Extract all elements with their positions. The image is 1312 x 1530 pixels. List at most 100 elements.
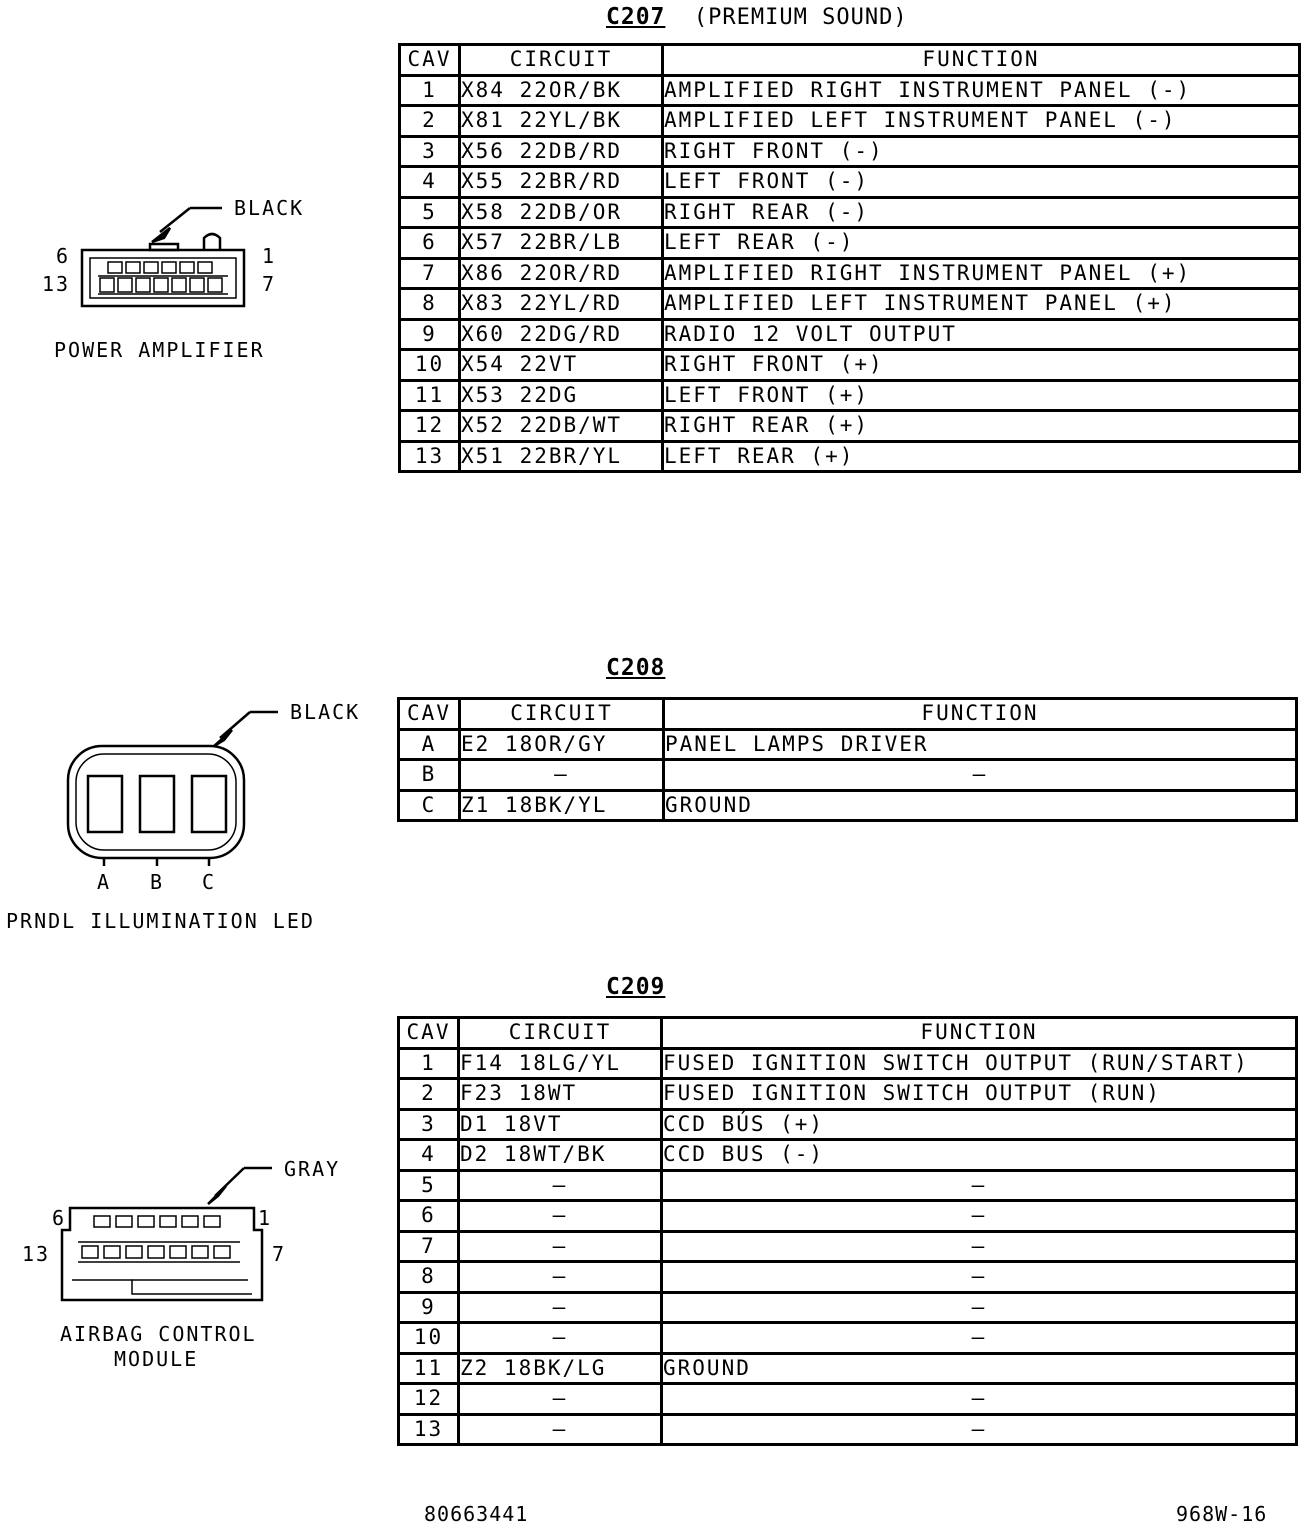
cav-cell: 10 <box>397 1321 460 1355</box>
cav-cell: 3 <box>397 1107 460 1141</box>
table-row: 7–– <box>397 1229 1298 1263</box>
cav-header: CAV <box>397 697 461 731</box>
cav-cell: 6 <box>397 1199 460 1233</box>
table-row: 5–– <box>397 1168 1298 1202</box>
cav-cell: 13 <box>397 1412 460 1446</box>
circuit-cell: – <box>457 1260 663 1294</box>
c207-subtitle: (PREMIUM SOUND) <box>693 5 908 30</box>
table-row: 9–– <box>397 1290 1298 1324</box>
cav-cell: 3 <box>398 134 461 168</box>
cav-cell: A <box>397 727 461 761</box>
function-cell: RIGHT FRONT (-) <box>661 134 1301 168</box>
footer-right-code: 968W-16 <box>1176 1502 1268 1526</box>
function-cell: – <box>662 758 1298 792</box>
cav-cell: 12 <box>398 409 461 443</box>
circuit-cell: – <box>457 1382 663 1416</box>
circuit-cell: – <box>457 1321 663 1355</box>
function-header: FUNCTION <box>661 43 1301 77</box>
cav-cell: 13 <box>398 439 461 473</box>
circuit-cell: X55 22BR/RD <box>458 165 664 199</box>
circuit-cell: X58 22DB/OR <box>458 195 664 229</box>
table-row: B–– <box>397 758 1298 792</box>
cav-cell: 9 <box>397 1290 460 1324</box>
c207-connector-color: BLACK <box>234 196 305 220</box>
function-cell: CCD BÚS (+) <box>660 1107 1298 1141</box>
circuit-cell: X53 22DG <box>458 378 664 412</box>
cav-cell: C <box>397 788 461 822</box>
table-row: 12–– <box>397 1382 1298 1416</box>
function-cell: CCD BUS (-) <box>660 1138 1298 1172</box>
function-cell: – <box>660 1412 1298 1446</box>
function-cell: – <box>660 1229 1298 1263</box>
function-cell: – <box>660 1168 1298 1202</box>
circuit-cell: X56 22DB/RD <box>458 134 664 168</box>
function-cell: GROUND <box>662 788 1298 822</box>
circuit-cell: F14 18LG/YL <box>457 1046 663 1080</box>
cav-cell: 4 <box>398 165 461 199</box>
circuit-cell: X81 22YL/BK <box>458 104 664 138</box>
c209-connector-name-line2: MODULE <box>114 1347 199 1371</box>
function-cell: AMPLIFIED LEFT INSTRUMENT PANEL (-) <box>661 104 1301 138</box>
circuit-cell: X54 22VT <box>458 348 664 382</box>
circuit-cell: Z2 18BK/LG <box>457 1351 663 1385</box>
circuit-header: CIRCUIT <box>458 697 665 731</box>
function-header: FUNCTION <box>662 697 1298 731</box>
function-cell: LEFT FRONT (+) <box>661 378 1301 412</box>
function-cell: – <box>660 1382 1298 1416</box>
function-cell: FUSED IGNITION SWITCH OUTPUT (RUN/START) <box>660 1046 1298 1080</box>
cav-cell: 4 <box>397 1138 460 1172</box>
circuit-cell: E2 18OR/GY <box>458 727 665 761</box>
cav-cell: 11 <box>398 378 461 412</box>
cav-cell: 1 <box>398 73 461 107</box>
power-amplifier-connector-icon <box>80 206 246 308</box>
function-cell: RIGHT FRONT (+) <box>661 348 1301 382</box>
c208-pin-label-b: B <box>150 870 165 894</box>
circuit-cell: – <box>457 1229 663 1263</box>
c209-connector-color: GRAY <box>284 1157 341 1181</box>
c209-title: C209 <box>606 974 665 1000</box>
c209-pin-label-bottom-left: 13 <box>22 1242 51 1266</box>
cav-cell: 1 <box>397 1046 460 1080</box>
cav-cell: 12 <box>397 1382 460 1416</box>
cav-cell: 2 <box>397 1077 460 1111</box>
cav-cell: 7 <box>397 1229 460 1263</box>
circuit-cell: D2 18WT/BK <box>457 1138 663 1172</box>
cav-cell: 7 <box>398 256 461 290</box>
footer-left-code: 80663441 <box>424 1502 529 1526</box>
c208-title: C208 <box>606 655 665 681</box>
circuit-cell: F23 18WT <box>457 1077 663 1111</box>
table-row: 10–– <box>397 1321 1298 1355</box>
function-cell: RADIO 12 VOLT OUTPUT <box>661 317 1301 351</box>
function-cell: RIGHT REAR (-) <box>661 195 1301 229</box>
c209-connector-name-line1: AIRBAG CONTROL <box>60 1322 257 1346</box>
circuit-cell: D1 18VT <box>457 1107 663 1141</box>
cav-cell: B <box>397 758 461 792</box>
c207-title: C207 (PREMIUM SOUND) <box>606 4 908 30</box>
circuit-cell: X57 22BR/LB <box>458 226 664 260</box>
c208-connector-color: BLACK <box>290 700 361 724</box>
c208-connector-id: C208 <box>606 655 666 681</box>
c209-pin-label-top-right: 1 <box>258 1206 273 1230</box>
circuit-cell: X86 22OR/RD <box>458 256 664 290</box>
airbag-module-connector-icon <box>60 1166 272 1302</box>
cav-cell: 5 <box>398 195 461 229</box>
cav-cell: 6 <box>398 226 461 260</box>
function-cell: – <box>660 1290 1298 1324</box>
